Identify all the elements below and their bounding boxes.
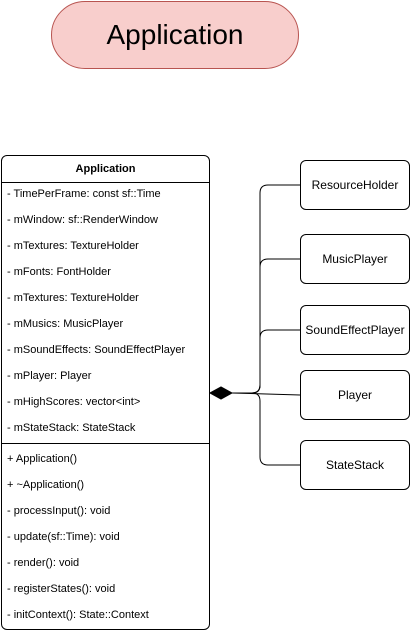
operation: - render(): void: [7, 557, 80, 569]
operation-list: + Application() + ~Application() - proce…: [2, 444, 209, 630]
operation: + Application(): [7, 453, 78, 465]
operation: - update(sf::Time): void: [7, 531, 120, 543]
attribute: - mFonts: FontHolder: [7, 266, 111, 278]
attribute: - mTextures: TextureHolder: [7, 240, 139, 252]
title-node: Application: [51, 1, 299, 69]
musicplayer-box: MusicPlayer: [300, 234, 410, 284]
connector-resourceholder: [232, 184, 300, 394]
connector-soundeffectplayer: [232, 329, 300, 394]
attribute: - mPlayer: Player: [7, 370, 92, 382]
attribute: - TimePerFrame: const sf::Time: [7, 188, 161, 200]
soundeffectplayer-box: SoundEffectPlayer: [300, 305, 410, 355]
connector-musicplayer: [232, 258, 300, 394]
composition-diamond: [208, 386, 234, 400]
attribute: - mTextures: TextureHolder: [7, 292, 139, 304]
attribute: - mHighScores: vector<int>: [7, 396, 141, 408]
operation: - processInput(): void: [7, 505, 111, 517]
attribute: - mMusics: MusicPlayer: [7, 318, 124, 330]
player-box: Player: [300, 370, 410, 420]
resourceholder-box: ResourceHolder: [300, 160, 410, 210]
operation: - initContext(): State::Context: [7, 609, 149, 621]
application-class: Application - TimePerFrame: const sf::Ti…: [1, 155, 210, 630]
attribute: - mWindow: sf::RenderWindow: [7, 214, 158, 226]
operation: - registerStates(): void: [7, 583, 116, 595]
section-divider: [2, 443, 209, 444]
attribute-list: - TimePerFrame: const sf::Time - mWindow…: [2, 183, 209, 443]
class-name: Application: [2, 156, 209, 183]
connector-statestack: [232, 392, 300, 466]
statestack-box: StateStack: [300, 440, 410, 490]
operation: + ~Application(): [7, 479, 85, 491]
attribute: - mSoundEffects: SoundEffectPlayer: [7, 344, 186, 356]
attribute: - mStateStack: StateStack: [7, 422, 136, 434]
